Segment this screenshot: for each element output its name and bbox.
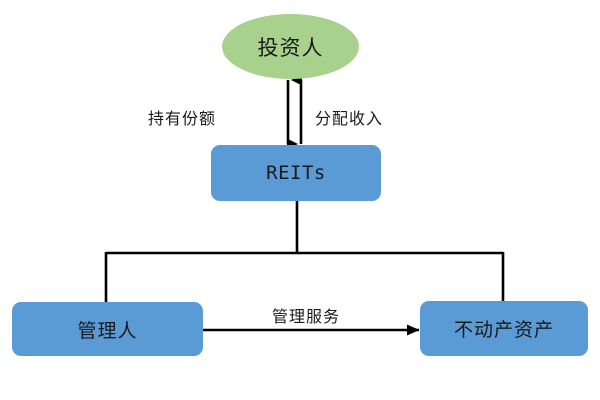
edge-label-management-service: 管理服务: [272, 309, 341, 326]
edge-label-distribute-income: 分配收入: [315, 111, 384, 128]
node-reits[interactable]: REITs: [211, 145, 381, 201]
node-property-label: 不动产资产: [453, 320, 554, 341]
node-reits-label: REITs: [266, 162, 326, 184]
node-investor-label: 投资人: [257, 35, 324, 60]
node-manager[interactable]: 管理人: [12, 302, 203, 356]
node-manager-label: 管理人: [77, 320, 138, 342]
node-property[interactable]: 不动产资产: [420, 301, 588, 356]
node-investor[interactable]: 投资人: [222, 14, 359, 79]
edge-label-hold-shares: 持有份额: [148, 111, 217, 128]
